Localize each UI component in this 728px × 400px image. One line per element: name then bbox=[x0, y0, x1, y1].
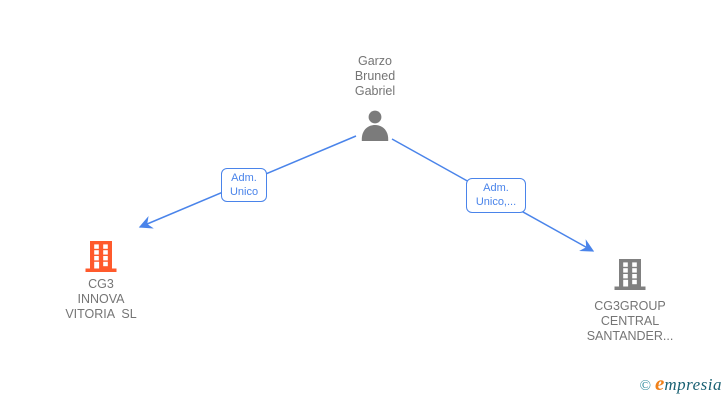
copyright-icon: © bbox=[639, 378, 652, 394]
edge-label-adm-unico-etc[interactable]: Adm. Unico,... bbox=[466, 178, 526, 213]
person-icon[interactable] bbox=[358, 109, 392, 147]
person-name-label: Garzo Bruned Gabriel bbox=[354, 54, 396, 98]
company-name-label: CG3 INNOVA VITORIA SL bbox=[65, 277, 137, 321]
brand-initial: e bbox=[655, 371, 665, 395]
empresia-watermark: ©empresia bbox=[640, 371, 722, 396]
company-name-label: CG3GROUP CENTRAL SANTANDER... bbox=[586, 299, 674, 343]
building-icon-orange[interactable] bbox=[84, 239, 118, 278]
edge-label-adm-unico[interactable]: Adm. Unico bbox=[221, 168, 267, 202]
building-icon-gray[interactable] bbox=[613, 257, 647, 296]
brand-name: mpresia bbox=[664, 375, 722, 394]
